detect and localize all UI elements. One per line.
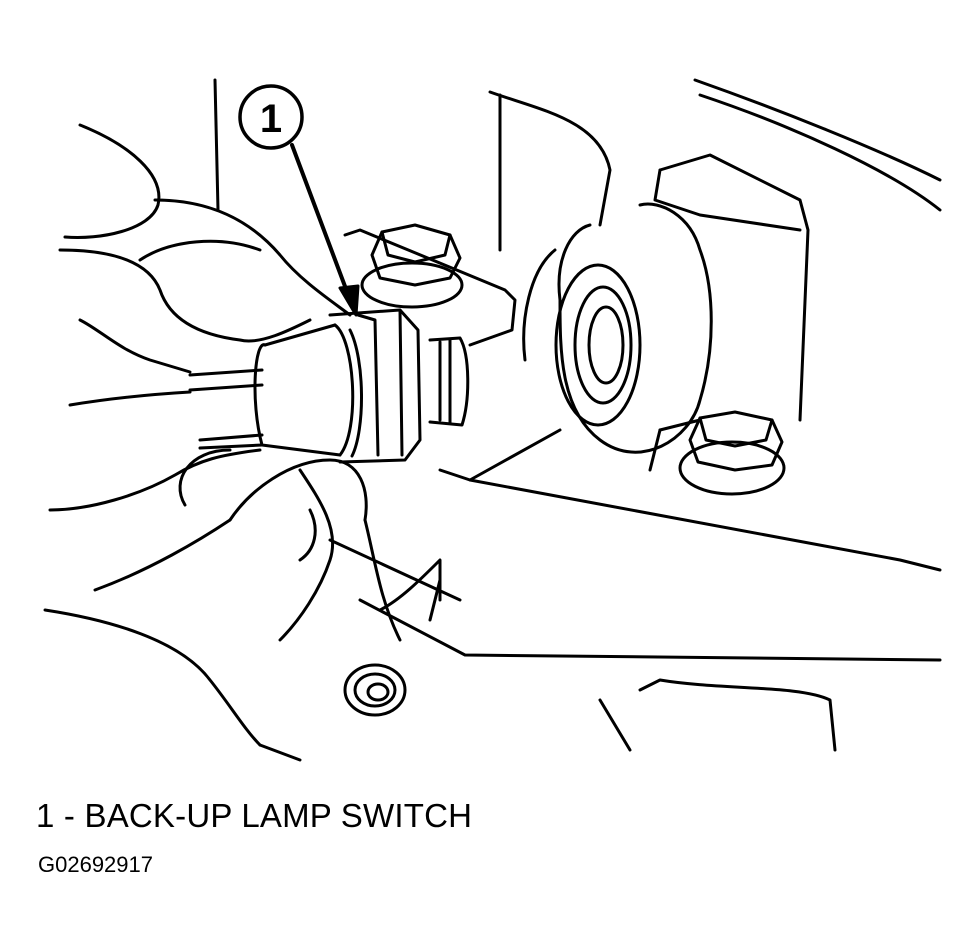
callout-number: 1 bbox=[260, 97, 282, 141]
shift-housing bbox=[522, 153, 810, 454]
figure-id: G02692917 bbox=[38, 852, 153, 877]
switch-illustration: 1 bbox=[43, 78, 942, 762]
callout-leader-line bbox=[290, 143, 354, 307]
callout-arrowhead bbox=[338, 284, 360, 317]
tapped-hole bbox=[343, 663, 407, 717]
callout-1: 1 bbox=[238, 84, 360, 317]
legend-item: 1 - BACK-UP LAMP SWITCH bbox=[36, 797, 473, 834]
lower-bolt bbox=[648, 410, 786, 496]
upper-bolt bbox=[343, 223, 517, 347]
hands bbox=[43, 123, 442, 762]
transmission-case bbox=[213, 78, 942, 752]
callout-bubble bbox=[238, 84, 304, 150]
back-up-lamp-switch bbox=[188, 308, 470, 464]
legend: 1 - BACK-UP LAMP SWITCH bbox=[36, 797, 472, 835]
